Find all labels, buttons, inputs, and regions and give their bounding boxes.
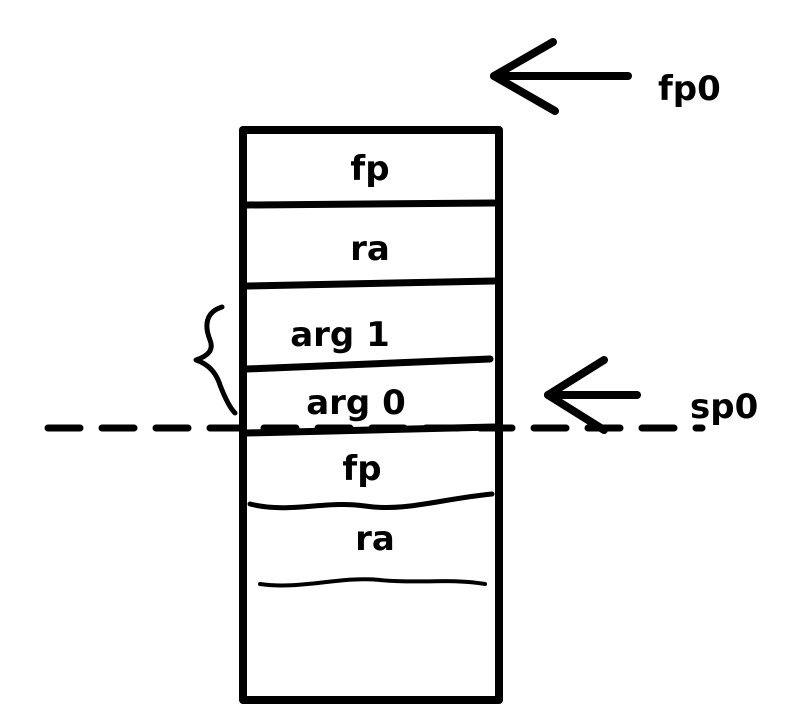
cell-label-arg1: arg 1 (290, 315, 390, 355)
wavy-divider-fp-ra (247, 491, 495, 511)
wavy-divider-ra-end (258, 577, 487, 588)
cell-label-ra: ra (350, 229, 390, 269)
cell-label-fp-lower: fp (342, 449, 381, 489)
cell-divider-ra-arg1 (243, 277, 498, 290)
stack-box (239, 126, 503, 704)
fp0-label: fp0 (658, 69, 721, 109)
sp0-arrow-icon (544, 356, 641, 434)
fp0-arrow-icon (490, 38, 632, 115)
cell-divider-fp-ra (243, 199, 498, 209)
cell-label-fp: fp (350, 149, 389, 189)
sp0-label: sp0 (690, 387, 758, 427)
args-brace (193, 304, 238, 416)
cell-divider-arg1-arg0 (243, 355, 494, 373)
cell-label-ra-lower: ra (355, 519, 395, 559)
cell-label-arg0: arg 0 (306, 383, 406, 423)
